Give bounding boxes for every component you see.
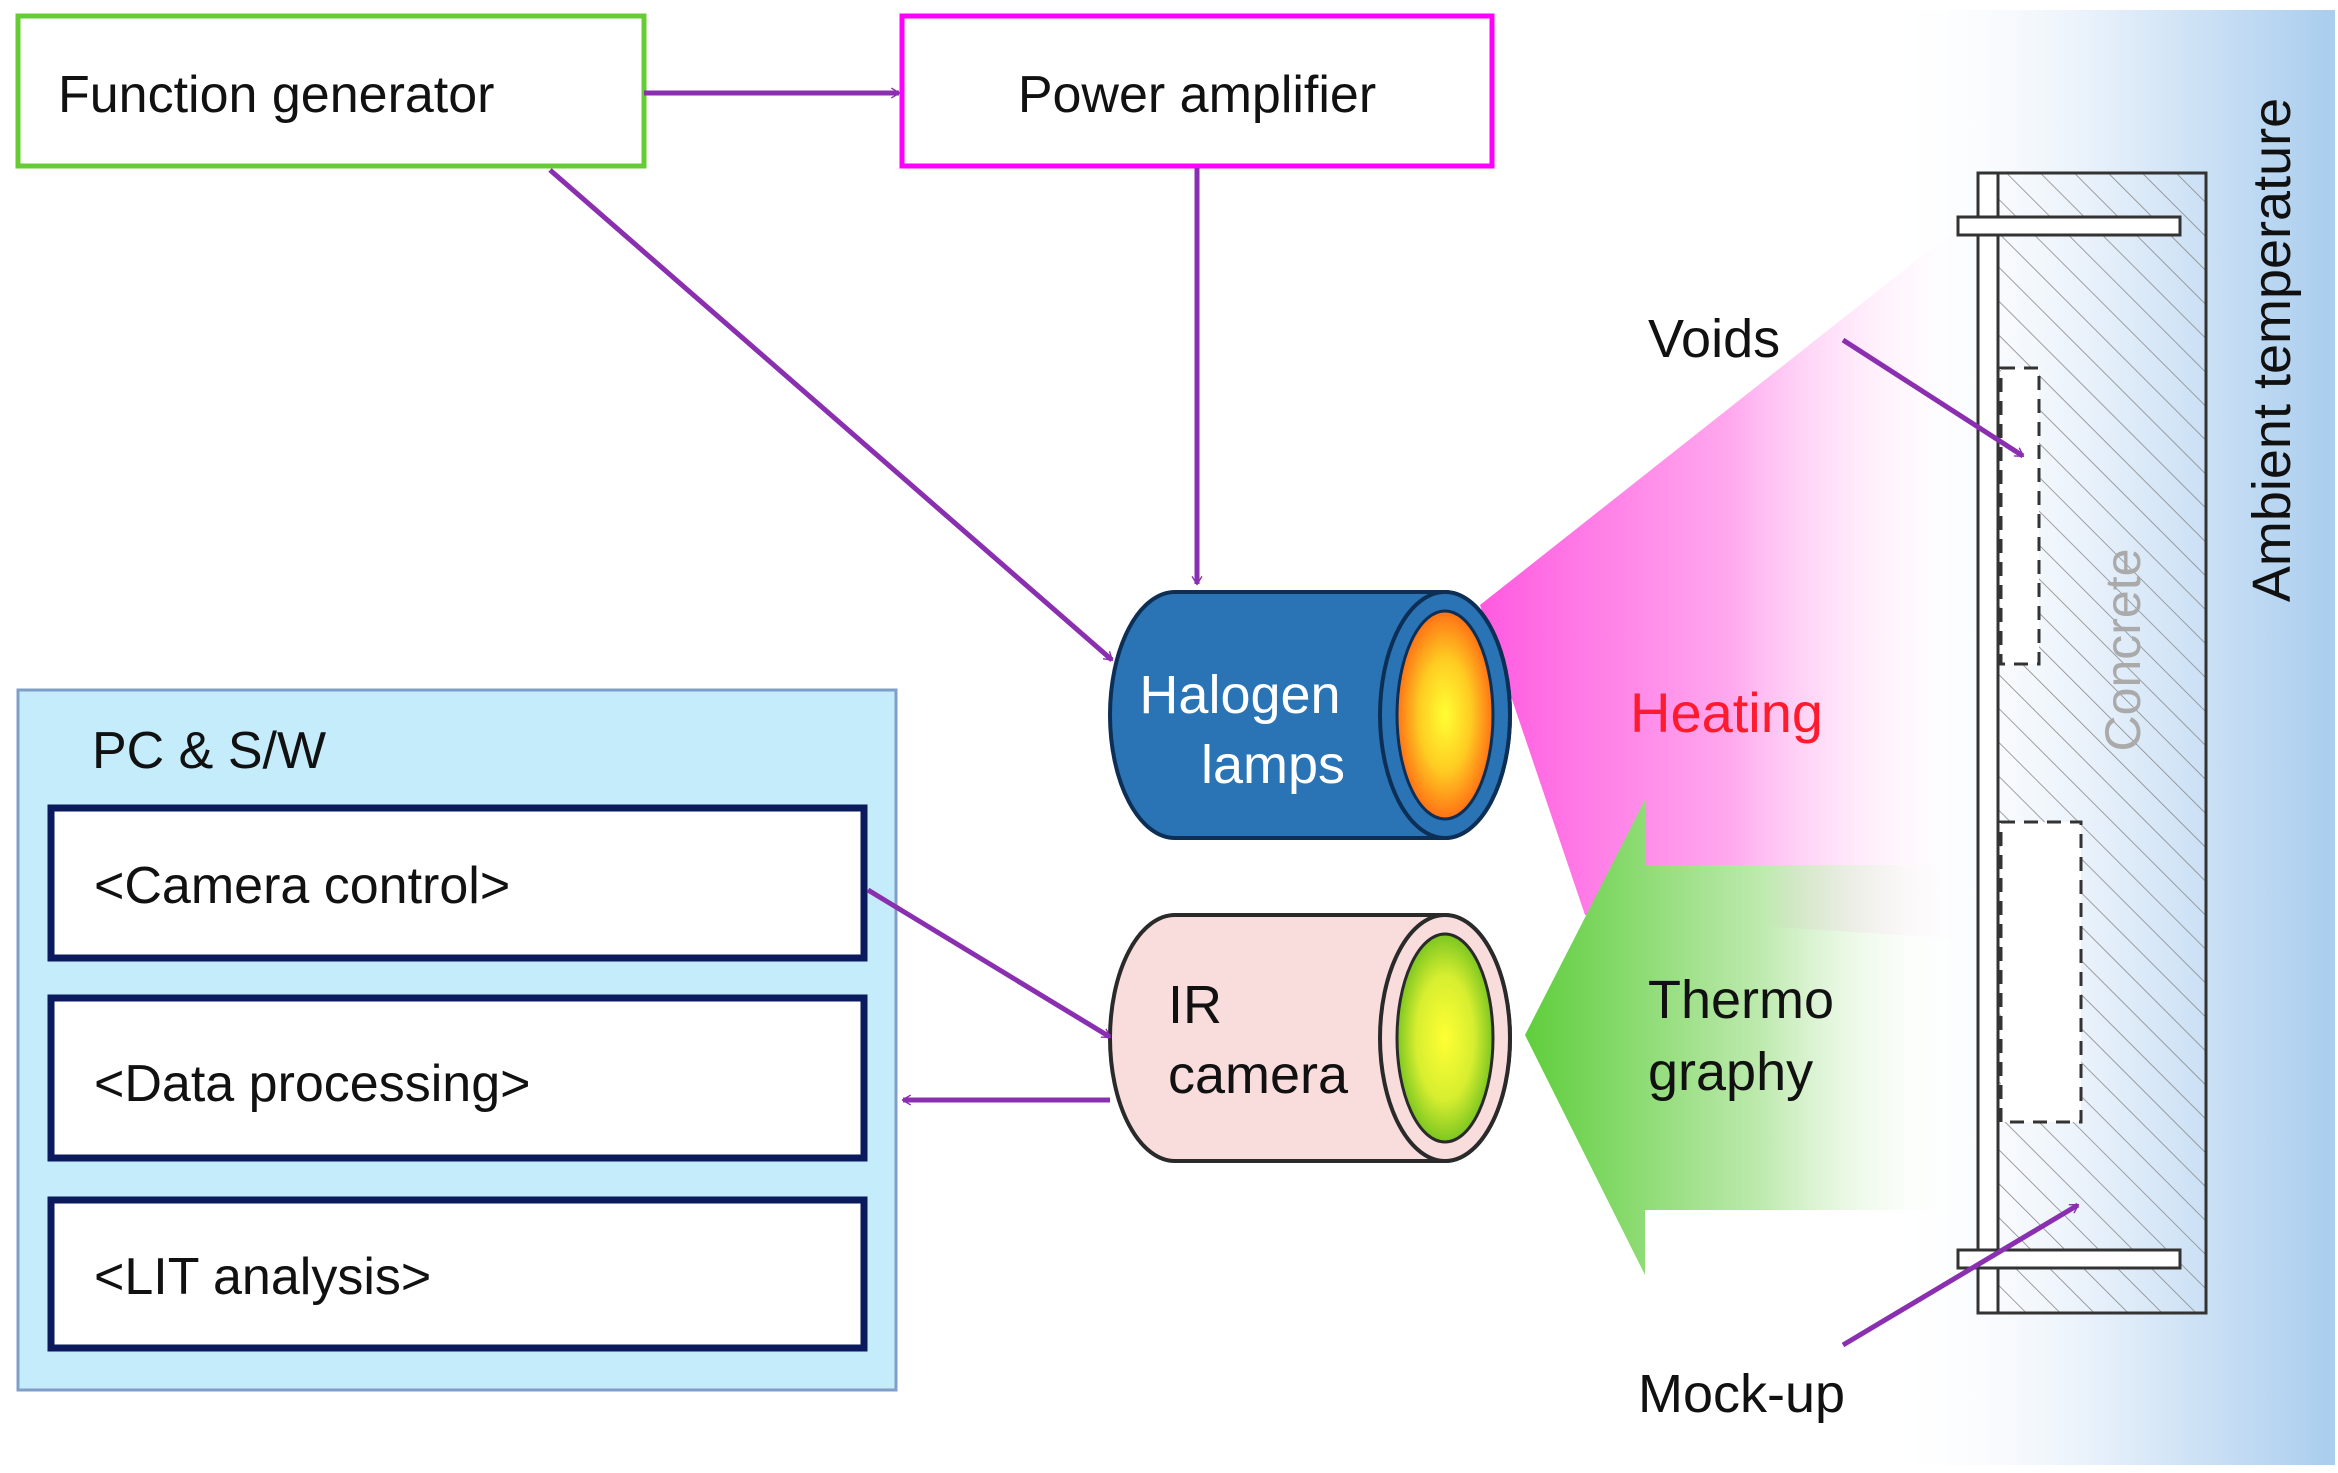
ir-camera-lens	[1395, 932, 1495, 1144]
heating-beam	[1480, 210, 1980, 940]
data-processing-label: <Data processing>	[94, 1055, 531, 1113]
halogen-lamp-glow	[1395, 609, 1495, 821]
thermography-label-1: Thermo	[1648, 970, 1834, 1030]
arrow-voids	[1841, 337, 2025, 459]
arrow-mock-up	[1841, 1202, 2080, 1348]
function-generator-label: Function generator	[58, 66, 495, 124]
thermography-arrow	[1525, 800, 1960, 1275]
voids-label: Voids	[1648, 309, 1780, 369]
camera-control-label: <Camera control>	[94, 857, 510, 915]
camera-control-box	[47, 804, 868, 962]
arrow-camera-control-to-ir	[866, 887, 1112, 1040]
lit-analysis-box	[47, 1196, 868, 1352]
power-amplifier-box	[899, 13, 1495, 169]
void-1	[1999, 366, 2041, 666]
ambient-temperature-label: Ambient temperature	[2242, 98, 2302, 602]
void-2	[1999, 820, 2083, 1124]
arrow-fg-to-halogen	[548, 168, 1114, 662]
halogen-label-2: lamps	[1201, 735, 1345, 795]
halogen-lamps: Halogen lamps	[1108, 590, 1512, 840]
lit-analysis-label: <LIT analysis>	[94, 1248, 431, 1306]
ir-camera-label-2: camera	[1168, 1045, 1349, 1105]
data-processing-box	[47, 994, 868, 1162]
mock-up-label: Mock-up	[1638, 1364, 1845, 1424]
ir-camera: IR camera	[1108, 913, 1512, 1163]
heating-label: Heating	[1630, 681, 1823, 744]
pc-sw-title: PC & S/W	[92, 722, 326, 780]
power-amplifier-label: Power amplifier	[1018, 66, 1376, 124]
concrete-label: Concrete	[2095, 549, 2151, 752]
ir-camera-label-1: IR	[1168, 975, 1222, 1035]
mock-up-wall: Concrete	[1956, 171, 2208, 1315]
thermography-label-2: graphy	[1648, 1042, 1813, 1102]
halogen-label-1: Halogen	[1139, 665, 1340, 725]
function-generator-box	[15, 13, 647, 169]
